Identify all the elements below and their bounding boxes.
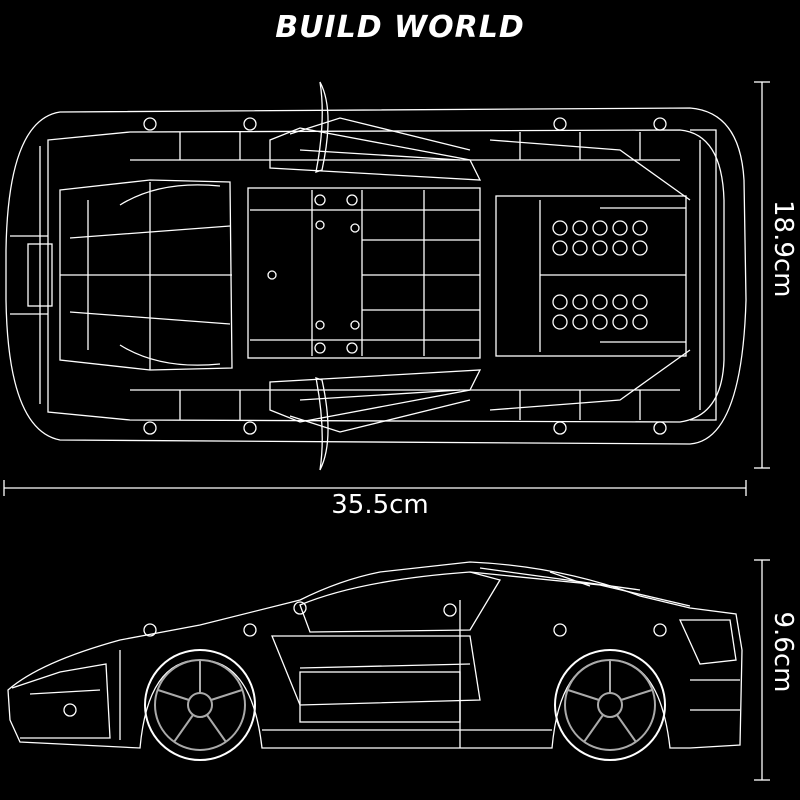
car-top-view — [5, 81, 747, 471]
height-label: 9.6cm — [768, 611, 798, 693]
brand-title: BUILD WORLD — [275, 10, 525, 45]
front-wheel — [144, 649, 256, 761]
width-label: 18.9cm — [768, 200, 798, 298]
dimension-line-length — [3, 480, 747, 496]
engine-cylinders — [552, 220, 648, 330]
dimension-line-width — [754, 81, 770, 469]
length-label: 35.5cm — [331, 490, 429, 520]
rear-wheel — [554, 649, 666, 761]
dimension-line-height — [754, 559, 770, 781]
